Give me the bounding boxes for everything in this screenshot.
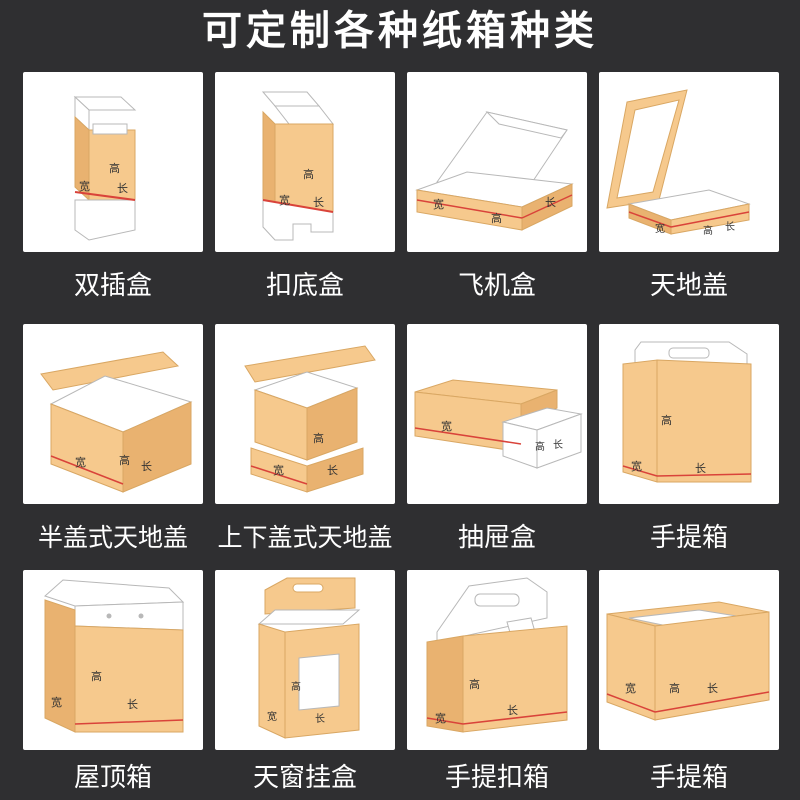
height-mark: 高	[109, 161, 120, 175]
width-mark: 宽	[435, 711, 446, 725]
box-label: 双插盒	[73, 271, 152, 301]
width-mark: 宽	[655, 222, 665, 235]
width-mark: 宽	[441, 419, 452, 433]
length-mark: 长	[553, 439, 563, 451]
height-mark: 高	[313, 431, 324, 445]
height-mark: 高	[535, 440, 545, 453]
length-mark: 长	[315, 713, 325, 725]
width-mark: 宽	[273, 463, 284, 477]
box-label: 手提箱	[649, 523, 728, 553]
box-label: 抽屉盒	[457, 523, 536, 553]
height-mark: 高	[669, 681, 680, 695]
length-mark: 长	[117, 182, 128, 195]
top-bottom-lid-box-illustration: 高 宽 长	[244, 345, 376, 493]
box-tile-lock-bottom[interactable]: 高 宽 长	[215, 72, 395, 252]
box-label: 飞机盒	[457, 271, 536, 301]
half-lid-box-illustration: 宽 高 长	[40, 351, 193, 493]
width-mark: 宽	[631, 459, 642, 473]
width-mark: 宽	[267, 710, 277, 723]
length-mark: 长	[327, 464, 338, 477]
box-label: 屋顶箱	[73, 763, 152, 793]
height-mark: 高	[491, 211, 502, 225]
height-mark: 高	[661, 413, 672, 427]
box-label: 上下盖式天地盖	[217, 523, 393, 552]
length-mark: 长	[545, 196, 556, 209]
box-tile-double-tuck[interactable]: 高 宽 长	[23, 72, 203, 252]
length-mark: 长	[127, 698, 138, 711]
handle-carton-illustration: 高 宽 长	[622, 341, 752, 483]
box-tile-roof[interactable]: 高 宽 长	[23, 570, 203, 750]
lid-and-base-box-illustration: 宽 高 长	[606, 89, 751, 237]
height-mark: 高	[469, 677, 480, 691]
box-label: 半盖式天地盖	[37, 523, 188, 552]
width-mark: 宽	[51, 695, 62, 709]
length-mark: 长	[695, 462, 706, 475]
page-title: 可定制各种纸箱种类	[202, 8, 598, 54]
box-tile-window-hanging[interactable]: 高 宽 长	[215, 570, 395, 750]
box-label: 手提箱	[649, 763, 728, 793]
width-mark: 宽	[279, 193, 290, 207]
width-mark: 宽	[79, 179, 90, 193]
height-mark: 高	[303, 167, 314, 181]
length-mark: 长	[507, 704, 518, 717]
double-tuck-box-illustration: 高 宽 长	[73, 95, 137, 241]
height-mark: 高	[291, 680, 301, 693]
box-tile-half-lid[interactable]: 宽 高 长	[23, 324, 203, 504]
length-mark: 长	[313, 196, 324, 209]
height-mark: 高	[91, 669, 102, 683]
length-mark: 长	[707, 682, 718, 695]
box-label: 天窗挂盒	[252, 763, 357, 793]
box-tile-lid-and-base[interactable]: 宽 高 长	[599, 72, 779, 252]
box-tile-top-bottom-lid[interactable]: 高 宽 长	[215, 324, 395, 504]
handle-carton-2-illustration: 宽 高 长	[606, 601, 770, 721]
box-tile-handle-carton-2[interactable]: 宽 高 长	[599, 570, 779, 750]
box-label: 手提扣箱	[444, 763, 549, 793]
length-mark: 长	[725, 221, 735, 233]
width-mark: 宽	[75, 455, 86, 469]
box-tile-drawer[interactable]: 宽 高 长	[407, 324, 587, 504]
box-label: 扣底盒	[265, 271, 344, 301]
box-tile-handle-carton[interactable]: 高 宽 长	[599, 324, 779, 504]
window-hanging-box-illustration: 高 宽 长	[257, 577, 361, 739]
mailer-box-illustration: 宽 高 长	[415, 111, 574, 231]
height-mark: 高	[119, 453, 130, 467]
length-mark: 长	[141, 460, 152, 473]
box-tile-handle-lock[interactable]: 高 宽 长	[407, 570, 587, 750]
lock-bottom-box-illustration: 高 宽 长	[261, 91, 335, 241]
height-mark: 高	[703, 224, 713, 237]
roof-box-illustration: 高 宽 长	[44, 579, 185, 733]
drawer-box-illustration: 宽 高 长	[414, 379, 583, 469]
width-mark: 宽	[433, 197, 444, 211]
handle-lock-box-illustration: 高 宽 长	[426, 577, 568, 733]
width-mark: 宽	[625, 681, 636, 695]
box-tile-mailer[interactable]: 宽 高 长	[407, 72, 587, 252]
box-label: 天地盖	[649, 271, 728, 301]
